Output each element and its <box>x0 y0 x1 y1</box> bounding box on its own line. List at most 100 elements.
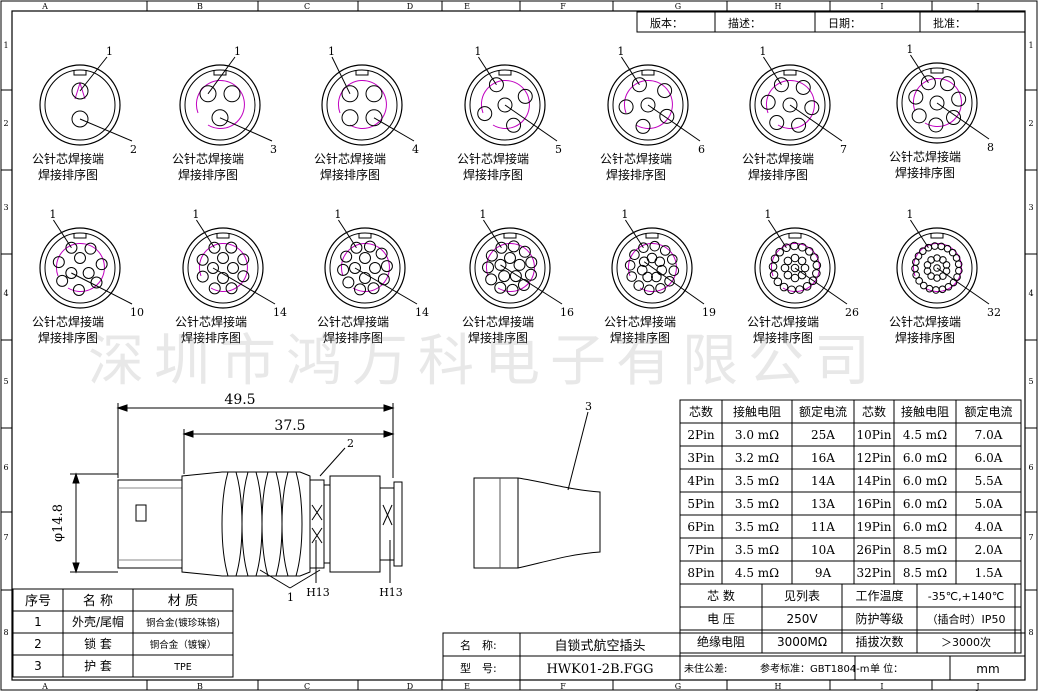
spec-cell: 3Pin <box>687 451 715 465</box>
standard-label: 参考标准：GBT1804-m <box>760 662 870 675</box>
pin-hole <box>494 281 507 294</box>
pin-hole <box>506 283 519 296</box>
frame-row-1: 1 <box>3 41 8 50</box>
pin-hole <box>787 285 796 295</box>
frame-col-D: D <box>407 2 413 11</box>
pin-hole <box>363 240 376 253</box>
pin-hole <box>359 272 371 284</box>
pin-hole <box>782 243 791 253</box>
pin-hole <box>946 110 962 126</box>
spec-cell: 9A <box>815 566 832 580</box>
pin-hole <box>812 269 821 278</box>
pin-hole <box>920 75 936 91</box>
pin-hole <box>237 270 250 283</box>
pin-callout-first: 1 <box>49 208 56 221</box>
spec-cell: 10Pin <box>857 428 892 442</box>
pinout-sublabel: 焊接排序图 <box>606 167 666 182</box>
spec-property: 芯 数 <box>707 588 735 603</box>
date-label: 日期： <box>828 17 861 30</box>
spec-cell: 7Pin <box>687 543 715 557</box>
pin-hole <box>933 264 941 272</box>
spec-cell: 3.5 mΩ <box>735 520 779 534</box>
spec-cell: 8.5 mΩ <box>903 543 947 557</box>
pin-hole <box>775 247 784 257</box>
pin-callout-first: 1 <box>328 45 335 58</box>
spec-cell: 6.0 mΩ <box>903 497 947 511</box>
pin-callout-first: 1 <box>474 45 481 58</box>
frame-row-right-5: 5 <box>1028 377 1033 386</box>
spec-property: 见列表 <box>784 589 820 603</box>
pinout-label: 公针芯焊接端 <box>32 314 104 329</box>
pin-callout-last: 8 <box>987 141 994 154</box>
pin-hole <box>199 85 217 103</box>
pin-hole <box>923 267 932 275</box>
pinout-sublabel: 焊接排序图 <box>320 167 380 182</box>
pin-hole <box>56 274 69 287</box>
spec-property: 绝缘电阻 <box>697 634 745 649</box>
spec-cell: 4.5 mΩ <box>903 428 947 442</box>
pin-hole <box>477 106 493 122</box>
pin-hole <box>651 271 662 283</box>
pin-hole <box>518 245 531 258</box>
pin-hole <box>769 115 785 131</box>
pinout-label: 公针芯焊接端 <box>314 151 386 166</box>
pin-hole <box>65 267 78 279</box>
pinout-label: 公针芯焊接端 <box>457 151 529 166</box>
pin-hole <box>783 270 793 280</box>
pin-hole <box>642 271 653 283</box>
pin-callout-first: 1 <box>764 208 771 221</box>
revision-strip: 版本： 描述： 日期： 批准： <box>636 11 1026 33</box>
spec-cell: 6.0 mΩ <box>903 520 947 534</box>
pinout-sublabel: 焊接排序图 <box>610 330 670 345</box>
pin-hole <box>65 241 78 254</box>
pin-hole <box>649 240 661 252</box>
pin-hole <box>795 285 804 294</box>
pin-hole <box>919 247 927 255</box>
pin-callout-last: 5 <box>555 143 562 156</box>
frame-col-bottom-I: I <box>880 682 883 691</box>
frame-row-right-6: 6 <box>1028 463 1033 472</box>
pin-hole <box>341 85 359 103</box>
parts-cell: 3 <box>34 659 42 673</box>
frame-row-right-3: 3 <box>1028 203 1033 212</box>
spec-cell: 26Pin <box>857 543 892 557</box>
pin-hole <box>795 79 811 95</box>
pin-hole <box>350 241 363 254</box>
pinout-sublabel: 焊接排序图 <box>748 167 808 182</box>
pin-callout-last: 7 <box>840 143 847 156</box>
unit-value: mm <box>976 662 999 676</box>
pin-hole <box>237 253 250 266</box>
pin-callout-last: 19 <box>702 306 716 319</box>
spec-cell: 5.5A <box>975 474 1003 488</box>
pin-hole <box>912 271 920 279</box>
pin-hole <box>640 97 656 113</box>
pin-hole <box>928 117 944 133</box>
frame-row-7: 7 <box>3 533 8 542</box>
overall-length-dimension: 49.5 <box>224 392 255 408</box>
description-label: 描述： <box>728 16 761 30</box>
spec-cell: 6.0 mΩ <box>903 451 947 465</box>
pin-hole <box>225 282 238 295</box>
pin-hole <box>217 272 229 284</box>
frame-row-5: 5 <box>3 377 8 386</box>
frame-col-bottom-B: B <box>197 682 203 691</box>
frame-row-4: 4 <box>3 289 8 298</box>
unit-label: 单 位： <box>870 662 903 675</box>
pin-hole <box>498 270 511 283</box>
pin-hole <box>485 249 498 262</box>
spec-cell: 5Pin <box>687 497 715 511</box>
pin-callout-first: 1 <box>479 208 486 221</box>
frame-col-B: B <box>197 2 203 11</box>
pin-hole <box>782 97 798 113</box>
frame-col-C: C <box>304 2 310 11</box>
pin-hole <box>485 273 498 286</box>
pinout-label: 公针芯焊接端 <box>172 151 244 166</box>
spec-cell: 4.5 mΩ <box>735 566 779 580</box>
pin-hole <box>800 263 810 273</box>
pin-callout-last: 2 <box>130 143 137 156</box>
pin-hole <box>923 261 932 269</box>
